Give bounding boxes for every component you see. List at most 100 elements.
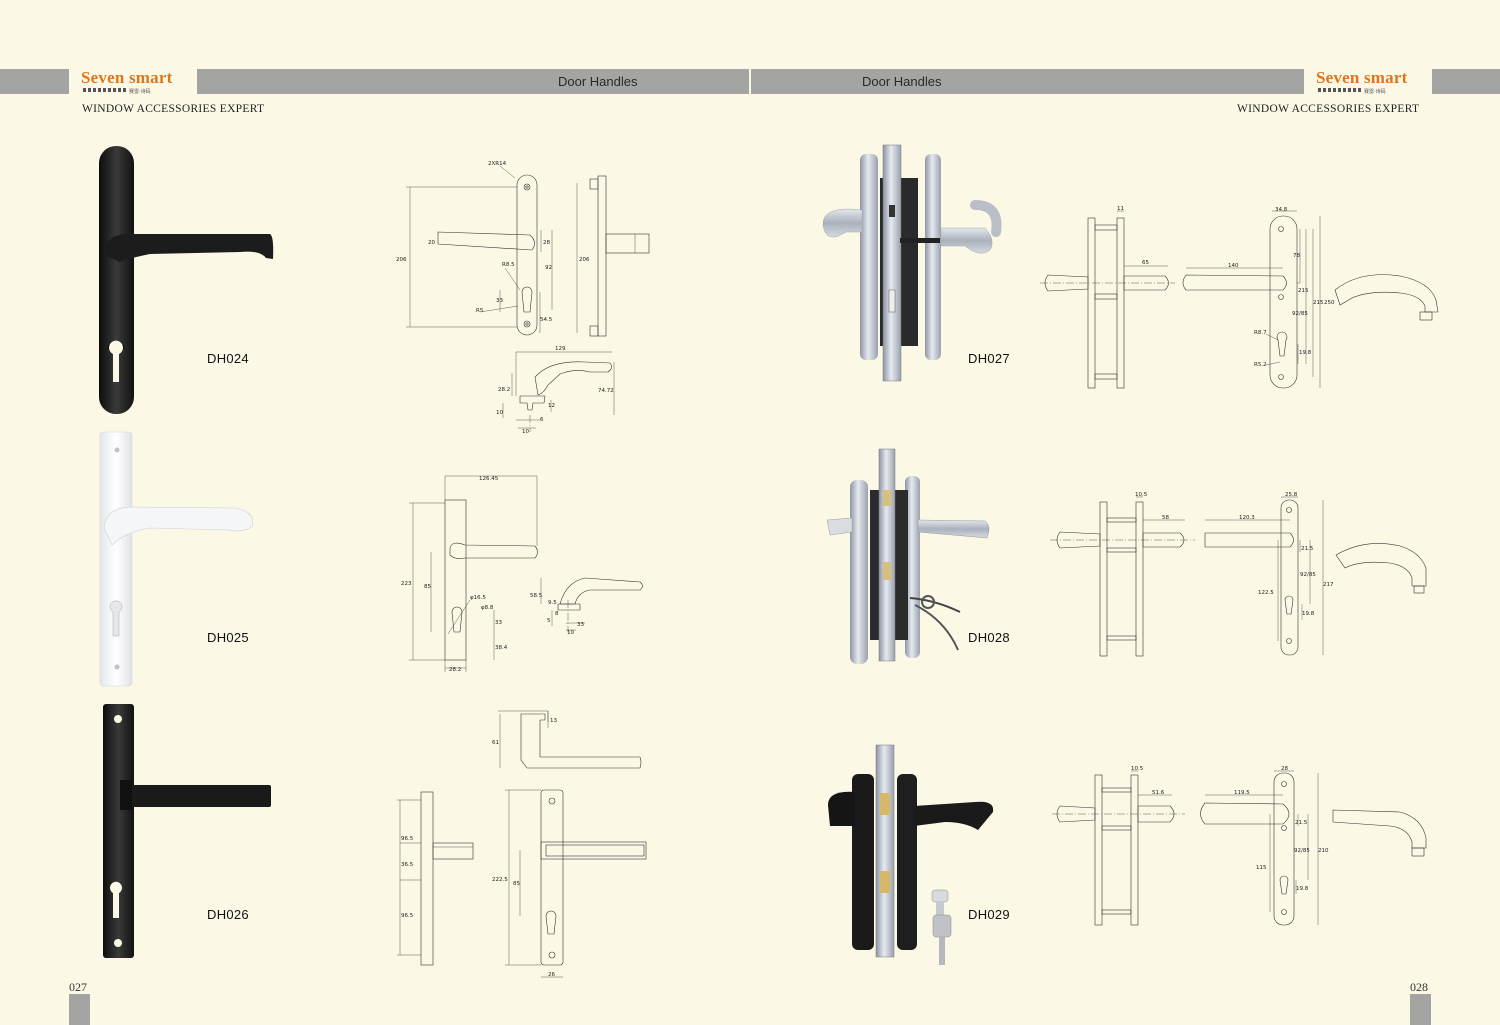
- page-number-left: 027: [69, 980, 87, 994]
- dim-label: 92/85: [1294, 848, 1310, 854]
- dim-label: 28: [1281, 766, 1288, 772]
- dim-label: R8.7: [1254, 330, 1267, 336]
- product-code-dh026: DH026: [207, 907, 249, 922]
- dim-label: 126.45: [479, 476, 499, 482]
- dim-label: 10.5: [1135, 492, 1148, 498]
- product-photo-dh024: [99, 146, 274, 414]
- dim-label: 19.8: [1299, 350, 1312, 356]
- dim-label: 206: [396, 257, 407, 263]
- brand-subtitle: 赛雷·诗码: [1364, 89, 1386, 95]
- dim-label: 96.5: [401, 836, 414, 842]
- dim-label: 33: [577, 622, 584, 628]
- dim-label: 8: [555, 611, 559, 617]
- dim-label: 10: [496, 410, 503, 416]
- logo-stripes: [1318, 88, 1362, 92]
- dim-label: 54.5: [540, 317, 553, 323]
- dim-label: φ16.5: [470, 595, 486, 601]
- section-title-right: Door Handles: [862, 74, 942, 89]
- brand-logo-left: Seven smart 赛雷·诗码: [69, 66, 197, 97]
- dim-label: 96.5: [401, 913, 414, 919]
- dim-label: 5: [547, 618, 551, 624]
- logo-stripes: [83, 88, 127, 92]
- dim-label: 12: [548, 403, 555, 409]
- brand-name: Seven smart: [81, 68, 173, 87]
- dim-label: 10: [522, 429, 529, 435]
- dim-label: 38.4: [495, 645, 508, 651]
- technical-drawing-dh028: 10.5 58 25.8 120.3 21.5 92/85 217 122.5 …: [1050, 492, 1427, 657]
- dim-label: 58: [1162, 515, 1169, 521]
- product-photo-dh029: [828, 744, 994, 965]
- brand-name: Seven smart: [1316, 68, 1408, 87]
- dim-label: 215: [1298, 288, 1309, 294]
- dim-label: 217: [1323, 582, 1334, 588]
- dim-label: 223: [401, 581, 412, 587]
- dim-label: 210: [1318, 848, 1329, 854]
- dim-label: 33: [496, 298, 503, 304]
- dim-label: 6: [540, 417, 544, 423]
- dim-label: 21.5: [1295, 820, 1308, 826]
- dim-label: 26: [548, 972, 555, 978]
- tagline-left: WINDOW ACCESSORIES EXPERT: [82, 103, 265, 115]
- technical-drawing-dh027: 11 65 34.8 140 78 215 215 250 92/85 R8.7…: [1040, 206, 1439, 389]
- product-photo-dh026: [103, 704, 271, 958]
- dim-label: R8.5: [502, 262, 515, 268]
- brand-subtitle: 赛雷·诗码: [129, 89, 151, 95]
- dim-label: 19.8: [1296, 886, 1309, 892]
- dim-label: 92/85: [1292, 311, 1308, 317]
- dim-label: 58.5: [530, 593, 543, 599]
- dim-label: 33: [495, 620, 502, 626]
- product-code-dh027: DH027: [968, 351, 1010, 366]
- brand-logo-right: Seven smart 赛雷·诗码: [1304, 66, 1432, 97]
- dim-label: 19.8: [1302, 611, 1315, 617]
- technical-drawing-dh025: 126.45 223 85 φ16.5 φ8.8 33 38.4 28.2 58…: [401, 475, 643, 673]
- dim-label: 85: [424, 584, 431, 590]
- dim-label: 20: [428, 240, 435, 246]
- dim-label: 13: [550, 718, 557, 724]
- dim-label: 61: [492, 740, 499, 746]
- page-tab-left: [69, 994, 90, 1025]
- dim-label: R5.2: [1254, 362, 1267, 368]
- dim-label: 140: [1228, 263, 1239, 269]
- product-code-dh028: DH028: [968, 630, 1010, 645]
- product-code-dh024: DH024: [207, 351, 249, 366]
- dim-label: 115: [1256, 865, 1267, 871]
- dim-label: 11: [1117, 206, 1124, 212]
- technical-drawing-dh026: 13 61 96.5 36.5 96.5 222.5 85 26: [397, 710, 647, 978]
- dim-label: 28.2: [498, 387, 510, 393]
- product-photo-dh028: [826, 448, 990, 664]
- dim-label: 119.5: [1234, 790, 1250, 796]
- dim-label: 129: [555, 346, 566, 352]
- dim-label: 36.5: [401, 862, 414, 868]
- dim-label: 21.5: [1301, 546, 1314, 552]
- technical-drawing-dh029: 10.5 51.6 28 119.5 21.5 92/85 210 115 19…: [1052, 766, 1427, 926]
- dim-label: 25.8: [1285, 492, 1298, 498]
- tagline-right: WINDOW ACCESSORIES EXPERT: [1237, 103, 1420, 115]
- dim-label: 2XR14: [488, 161, 507, 167]
- product-code-dh029: DH029: [968, 907, 1010, 922]
- dim-label: 92/85: [1300, 572, 1316, 578]
- section-title-left: Door Handles: [558, 74, 638, 89]
- dim-label: φ8.8: [481, 605, 494, 611]
- dim-label: 28: [543, 240, 550, 246]
- technical-drawing-dh024: 2XR14 206 20 28 92 206 R8.5 33 R5 54.5 1…: [396, 161, 650, 435]
- dim-label: 206: [579, 257, 590, 263]
- dim-label: 122.5: [1258, 590, 1274, 596]
- product-photo-dh025: [99, 431, 253, 687]
- page-number-right: 028: [1410, 980, 1428, 994]
- dim-label: 34.8: [1275, 207, 1288, 213]
- dim-label: 215: [1313, 300, 1324, 306]
- dim-label: 78: [1293, 253, 1300, 259]
- dim-label: 65: [1142, 260, 1149, 266]
- dim-label: 10: [567, 630, 574, 636]
- product-code-dh025: DH025: [207, 630, 249, 645]
- dim-label: R5: [476, 308, 484, 314]
- product-photo-dh027: [822, 144, 1002, 382]
- dim-label: 28.2: [449, 667, 461, 673]
- dim-label: 92: [545, 265, 552, 271]
- dim-label: 51.6: [1152, 790, 1165, 796]
- dim-label: 120.3: [1239, 515, 1255, 521]
- dim-label: 250: [1324, 300, 1335, 306]
- dim-label: 222.5: [492, 877, 508, 883]
- dim-label: 10.5: [1131, 766, 1144, 772]
